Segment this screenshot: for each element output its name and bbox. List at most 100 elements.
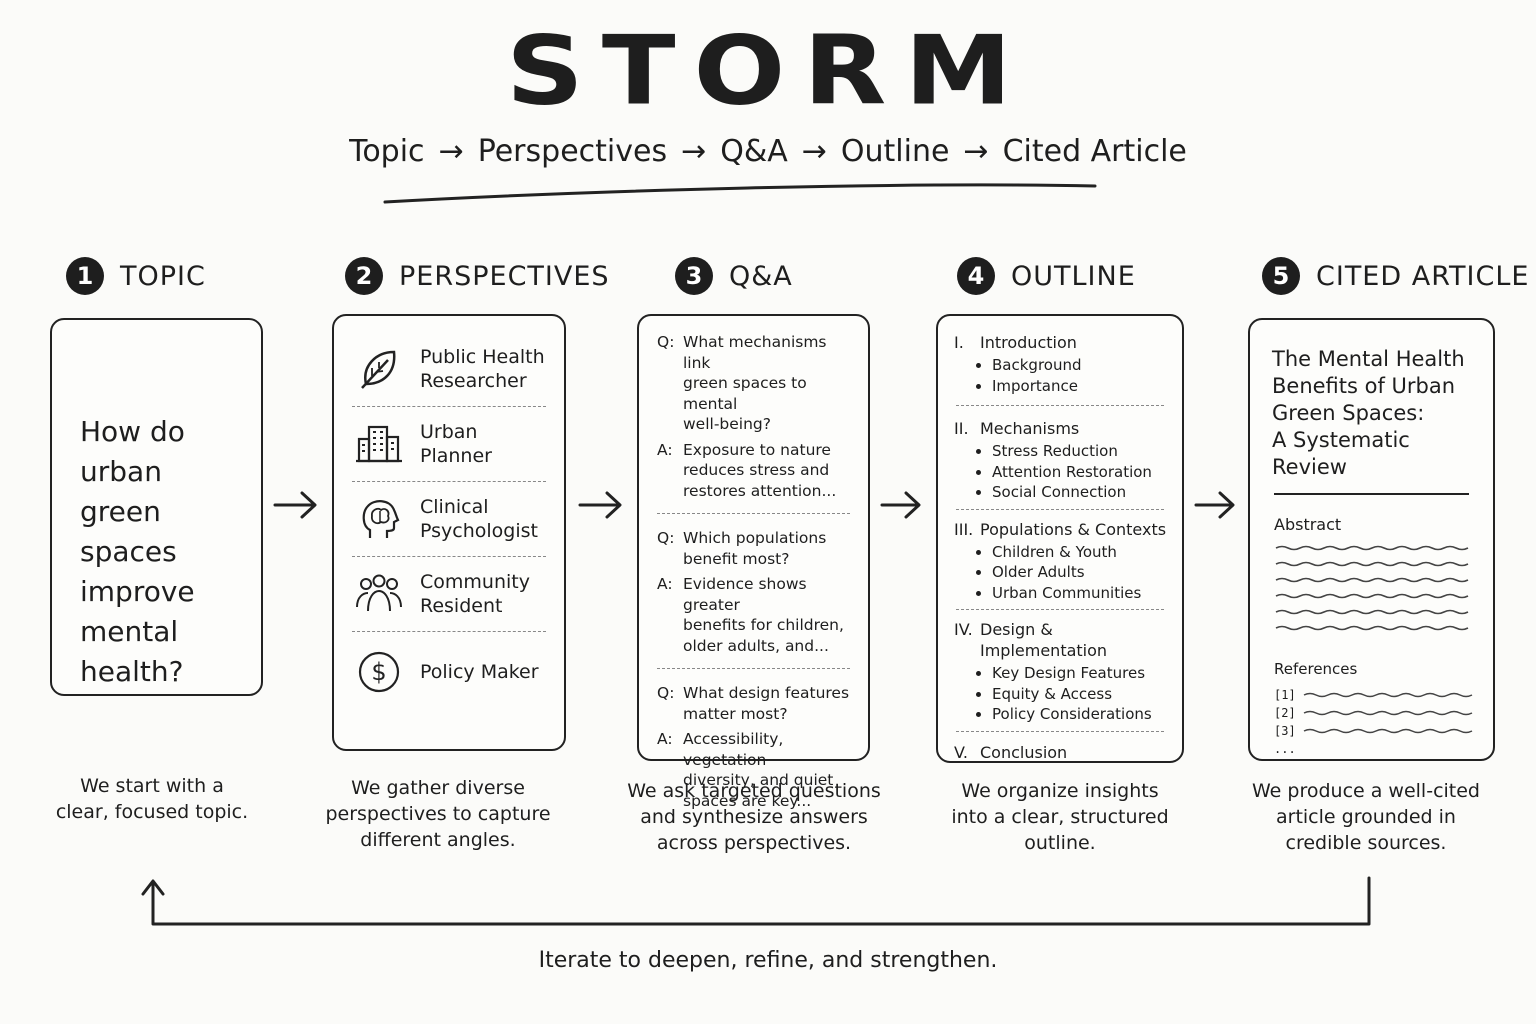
topic-question: How do urban green spaces improve mental… (52, 320, 261, 692)
svg-text:$: $ (371, 658, 386, 686)
divider (352, 556, 546, 557)
section-number: IV. (954, 620, 973, 639)
divider (657, 513, 850, 514)
divider (352, 631, 546, 632)
label-line: Researcher (420, 370, 527, 392)
perspective-item: Public Health Researcher (352, 332, 546, 406)
perspective-label: Public Health Researcher (420, 345, 545, 393)
outline-item: Stress Reduction (992, 441, 1168, 462)
topic-line: green spaces (80, 495, 177, 568)
building-icon (356, 425, 402, 463)
step-label: Q&A (729, 260, 793, 292)
outline-card: I.Introduction BackgroundImportance II. M… (936, 314, 1184, 763)
topic-card: How do urban green spaces improve mental… (50, 318, 263, 696)
feedback-caption: Iterate to deepen, refine, and strengthe… (538, 948, 998, 973)
reference-item: [3] (1274, 722, 1473, 740)
reference-more: ... (1274, 742, 1296, 756)
outline-item: Older Adults (992, 562, 1168, 583)
flow-qa: Q&A (720, 134, 788, 169)
step-header-topic: 1 TOPIC (66, 256, 206, 296)
label-line: Community (420, 571, 530, 593)
outline-item: Key Design Features (992, 663, 1168, 684)
reference-item: [2] (1274, 704, 1473, 722)
perspective-label: Urban Planner (420, 420, 546, 468)
topic-line: How do urban (80, 415, 185, 488)
references-label: References (1274, 660, 1358, 678)
question-key: Q: (657, 333, 675, 351)
perspective-item: Community Resident (352, 557, 546, 631)
step-number-badge: 5 (1262, 257, 1300, 295)
outline-section: II. Mechanisms Stress ReductionAttention … (938, 418, 1182, 503)
arrow-right-icon: → (963, 134, 989, 169)
title-rule (1274, 493, 1469, 495)
section-title: Conclusion (980, 742, 1068, 762)
divider (352, 481, 546, 482)
diagram-title: STORM (506, 16, 1030, 127)
outline-item: Attention Restoration (992, 462, 1168, 483)
outline-item: Background (992, 355, 1168, 376)
section-title: Design & Implementation (980, 620, 1108, 660)
outline-item: Importance (992, 376, 1168, 397)
answer-key: A: (657, 730, 673, 748)
flow-topic: Topic (349, 134, 425, 169)
question-key: Q: (657, 529, 675, 547)
perspective-item: Urban Planner (352, 407, 546, 481)
topic-line: mental health? (80, 615, 184, 688)
step-number-badge: 4 (957, 257, 995, 295)
section-number: I. (954, 333, 964, 352)
outline-item: Urban Communities (992, 583, 1168, 604)
step-label: OUTLINE (1011, 260, 1136, 292)
perspective-item: $ Policy Maker (352, 632, 546, 712)
flow-perspectives: Perspectives (477, 134, 668, 169)
divider (657, 668, 850, 669)
divider (956, 609, 1164, 610)
arrow-right-icon: → (681, 134, 707, 169)
step-header-perspectives: 2 PERSPECTIVES (345, 256, 610, 296)
section-number: V. (954, 742, 968, 762)
brain-head-icon (362, 500, 400, 538)
flow-outline: Outline (840, 134, 950, 169)
section-number: II. (954, 419, 969, 438)
label-line: Policy Maker (420, 661, 539, 683)
reference-list: [1] [2] [3] ... (1250, 686, 1493, 758)
label-line: Public Health (420, 346, 545, 368)
flow-cited-article: Cited Article (1002, 134, 1187, 169)
topic-line: improve (80, 575, 195, 608)
label-line: Urban Planner (420, 421, 492, 467)
perspective-item: Clinical Psychologist (352, 482, 546, 556)
step-label: PERSPECTIVES (399, 260, 610, 292)
outline-item: Children & Youth (992, 542, 1168, 563)
answer-key: A: (657, 575, 673, 593)
perspectives-card: Public Health Researcher Urban Planner C… (332, 314, 566, 751)
label-line: Resident (420, 595, 503, 617)
outline-section: V. Conclusion (938, 742, 1182, 763)
label-line: Psychologist (420, 520, 538, 542)
leaf-icon (361, 350, 396, 389)
answer-key: A: (657, 440, 673, 459)
perspective-label: Clinical Psychologist (420, 495, 538, 543)
outline-section: III.Populations & Contexts Children & Yo… (938, 519, 1182, 604)
section-title: Mechanisms (980, 419, 1080, 438)
outline-section: I.Introduction BackgroundImportance (938, 332, 1182, 396)
outline-item: Social Connection (992, 482, 1168, 503)
step-label: CITED ARTICLE (1316, 260, 1530, 292)
step-number-badge: 1 (66, 257, 104, 295)
label-line: Clinical (420, 496, 489, 518)
reference-item: [1] (1274, 686, 1473, 704)
arrow-right-icon: → (438, 134, 464, 169)
